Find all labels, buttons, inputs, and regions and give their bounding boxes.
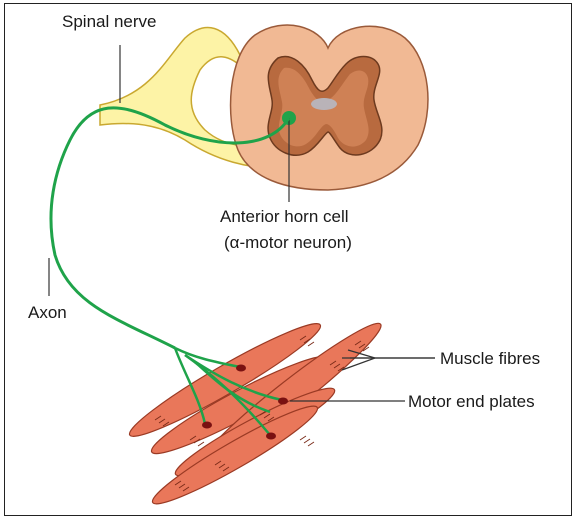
label-spinal-nerve: Spinal nerve: [62, 12, 157, 31]
central-canal: [311, 98, 337, 110]
label-muscle-fibres: Muscle fibres: [440, 349, 540, 368]
end-plate: [236, 365, 246, 372]
label-alpha-motor-neuron: (α-motor neuron): [224, 233, 352, 252]
end-plate: [202, 422, 212, 429]
label-anterior-horn-cell: Anterior horn cell: [220, 207, 349, 226]
end-plate: [278, 398, 288, 405]
label-motor-end-plates: Motor end plates: [408, 392, 535, 411]
label-axon: Axon: [28, 303, 67, 322]
end-plate: [266, 433, 276, 440]
